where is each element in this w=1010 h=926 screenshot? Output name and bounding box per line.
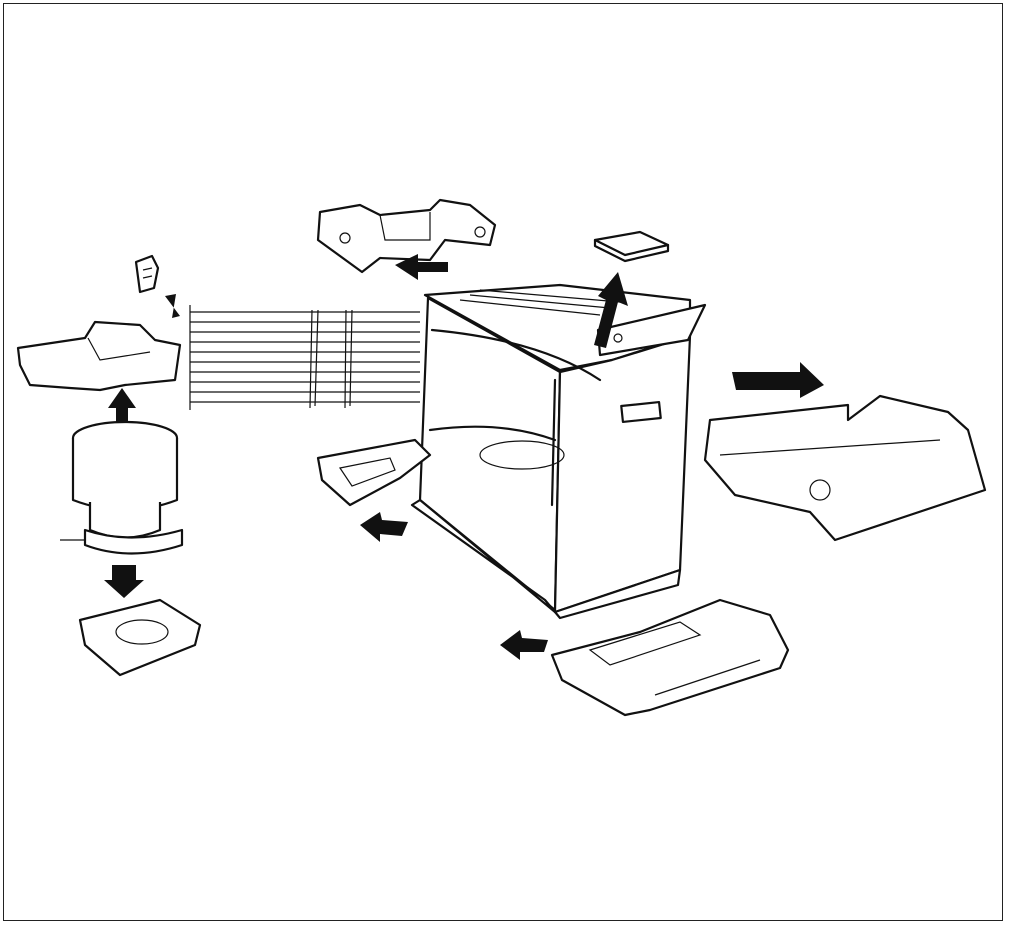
- bottom-right-tray: [550, 598, 790, 717]
- bottom-left-tray: [78, 598, 202, 677]
- arrow-right-foam: [732, 362, 824, 398]
- arrow-bottom-tray: [500, 630, 548, 660]
- heater-unit: [410, 283, 707, 620]
- small-clip: [134, 254, 160, 294]
- right-foam-insert: [703, 394, 987, 542]
- left-foam-insert: [16, 320, 182, 392]
- burner-assembly: [60, 420, 184, 555]
- arrow-pad: [594, 272, 628, 348]
- arrow-clip: [165, 294, 180, 318]
- top-foam-insert: [316, 198, 497, 274]
- center-tray: [316, 438, 432, 507]
- arrow-top-foam: [395, 254, 448, 280]
- arrow-down-left: [104, 565, 144, 598]
- small-pad: [593, 230, 670, 263]
- arrow-up-left: [108, 388, 136, 422]
- figure-frame: [3, 3, 1003, 921]
- reflector-grille: [189, 305, 420, 410]
- arrow-center-tray: [360, 512, 408, 542]
- direction-arrows: [104, 254, 824, 660]
